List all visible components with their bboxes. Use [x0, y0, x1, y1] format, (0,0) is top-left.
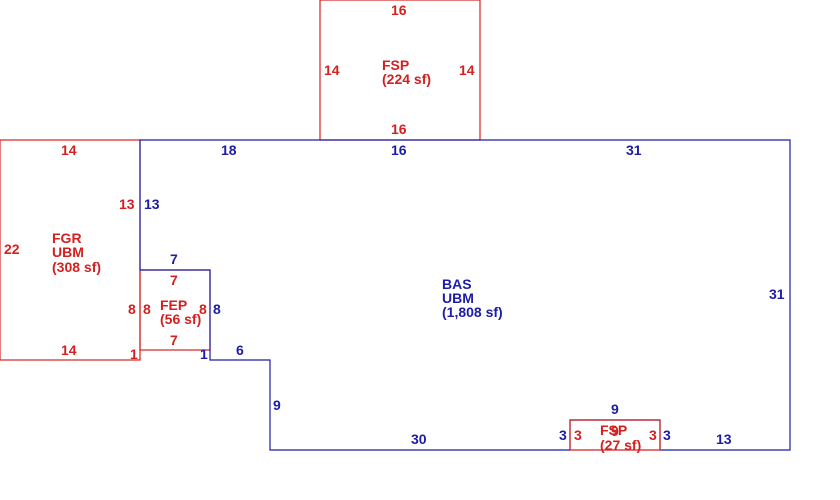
fsp-top-code: FSP: [382, 57, 409, 73]
bas-code: BAS: [442, 276, 472, 292]
fgr-dim-right: 13: [119, 196, 135, 212]
bas-dim-step-notch: 1: [200, 346, 208, 362]
fsp-top-dim-right: 14: [459, 62, 475, 78]
bas-dim-step-top: 7: [170, 251, 178, 267]
fep-dim-left: 8: [143, 301, 151, 317]
fgr-dim-top: 14: [61, 142, 77, 158]
fgr-dim-lower-right: 8: [128, 301, 136, 317]
fsp-bottom-area: (27 sf): [600, 437, 641, 453]
fsp-bottom-code: FSP: [600, 422, 627, 438]
bas-dim-bump-right: 3: [663, 427, 671, 443]
fgr-area: (308 sf): [52, 259, 101, 275]
fsp-top-area: (224 sf): [382, 71, 431, 87]
bas-dim-bottom-right: 13: [716, 431, 732, 447]
bas-dim-top-left: 18: [221, 142, 237, 158]
bas-dim-top-right: 31: [626, 142, 642, 158]
fep-dim-top: 7: [170, 272, 178, 288]
bas-area: (1,808 sf): [442, 304, 503, 320]
fgr-code: FGR: [52, 230, 82, 246]
fsp-top-dim-bottom: 16: [391, 121, 407, 137]
fgr-sub: UBM: [52, 244, 84, 260]
bas-dim-left-upper: 13: [144, 196, 160, 212]
bas-dim-bump-top: 9: [611, 401, 619, 417]
fep-code: FEP: [160, 297, 187, 313]
fgr-dim-bottom: 14: [61, 342, 77, 358]
fsp-top-dim-top: 16: [391, 2, 407, 18]
bas-dim-bottom-left: 30: [411, 431, 427, 447]
fep-area: (56 sf): [160, 311, 201, 327]
fsp-bottom-outline: [569, 419, 661, 451]
fgr-dim-notch: 1: [130, 346, 138, 362]
bas-dim-drop: 9: [273, 397, 281, 413]
fep-dim-bottom: 7: [170, 332, 178, 348]
bas-dim-step-right: 8: [213, 301, 221, 317]
bas-dim-bump-left: 3: [559, 427, 567, 443]
fsp-bottom-dim-top: 9: [611, 423, 619, 439]
fsp-bottom-dim-right: 3: [649, 427, 657, 443]
bas-dim-top-mid: 16: [391, 142, 407, 158]
fsp-top-dim-left: 14: [324, 62, 340, 78]
bas-dim-ledge: 6: [236, 342, 244, 358]
fep-dim-right: 8: [199, 301, 207, 317]
fgr-dim-left: 22: [4, 241, 20, 257]
bas-sub: UBM: [442, 290, 474, 306]
bas-dim-right: 31: [769, 286, 785, 302]
fsp-bottom-dim-left: 3: [574, 427, 582, 443]
